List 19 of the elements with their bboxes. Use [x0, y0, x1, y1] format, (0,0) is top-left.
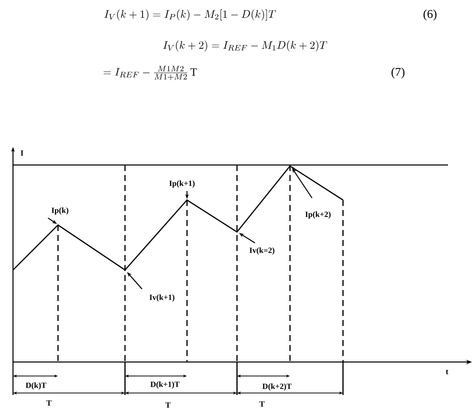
axis-label: t	[446, 370, 448, 374]
equation-number: (6)	[424, 10, 436, 20]
equation-number: (7)	[392, 68, 404, 78]
dimension-label: T	[46, 400, 52, 406]
annotation-label: Ip(k)	[52, 207, 68, 215]
annotation-label: Ip(k+2)	[305, 211, 331, 219]
dimension-label: T	[165, 402, 171, 408]
annotation-label: Ip(k+1)	[169, 180, 195, 188]
axis-label: I	[20, 150, 24, 156]
annotation-label: Iv(k+1)	[150, 294, 174, 302]
dimension-label: D(k+1)T	[150, 381, 180, 389]
equation: $I_V(k+2) = I_{REF} - M_1 D(k+2)T$	[163, 40, 328, 52]
equation: $I_V(k+1) = I_P(k) - M_2[1-D(k)]T$	[104, 10, 276, 20]
equation: $= I_{REF} - \frac{M1M2}{M1+M2}\,\mathrm{T}$	[104, 66, 197, 80]
dimension-label: D(k+2)T	[262, 383, 292, 391]
annotation-label: Iv(k=2)	[250, 247, 274, 255]
leader-line	[127, 272, 142, 290]
dimension-label: D(k)T	[26, 382, 46, 390]
dimension-label: T	[259, 401, 265, 407]
